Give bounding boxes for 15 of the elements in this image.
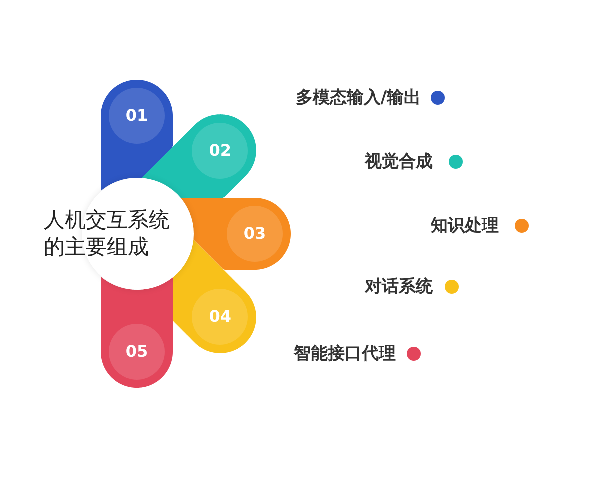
step-number: 03 <box>227 206 283 262</box>
legend-label: 智能接口代理 <box>294 343 396 365</box>
legend-label: 多模态输入/输出 <box>296 87 421 109</box>
step-number: 04 <box>192 289 248 346</box>
step-number: 01 <box>109 88 165 144</box>
step-number: 02 <box>192 122 248 179</box>
legend-label: 视觉合成 <box>365 151 433 173</box>
legend-label: 知识处理 <box>431 215 499 237</box>
petal <box>180 198 291 270</box>
step-number: 05 <box>109 324 165 380</box>
petal <box>101 80 173 191</box>
hub-title: 人机交互系统的主要组成 <box>44 207 171 261</box>
legend-label: 对话系统 <box>365 276 433 298</box>
petal <box>101 277 173 388</box>
petal <box>172 239 257 354</box>
